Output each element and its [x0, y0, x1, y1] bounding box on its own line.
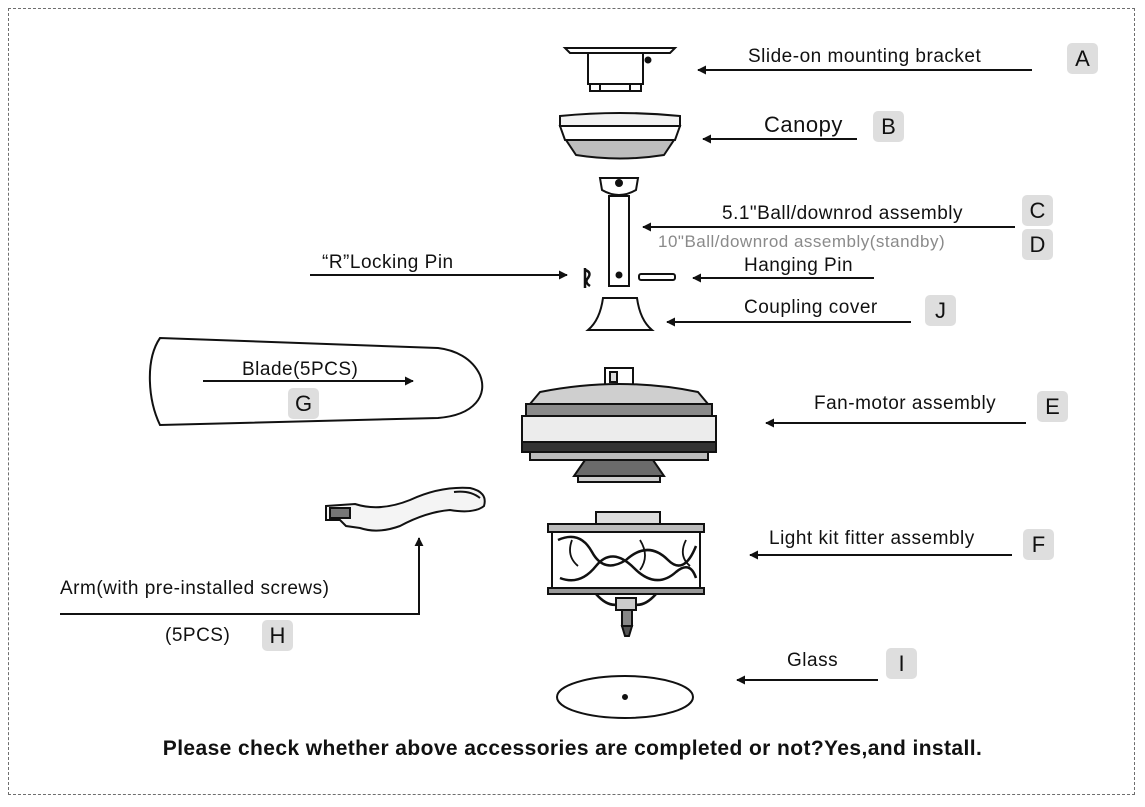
glass-drawing [556, 675, 694, 719]
dashed-border [8, 8, 1135, 795]
fan-motor-drawing [521, 367, 717, 483]
label-light-kit: Light kit fitter assembly [769, 528, 975, 549]
label-locking-pin: “R”Locking Pin [322, 252, 454, 273]
badge-g: G [288, 388, 319, 419]
arm-drawing [325, 486, 486, 532]
hanging-pin-drawing [638, 273, 676, 281]
label-arm-qty: (5PCS) [165, 625, 231, 646]
label-hanging-pin: Hanging Pin [744, 255, 854, 276]
canopy-drawing [558, 112, 682, 160]
downrod-drawing [598, 177, 640, 287]
badge-j: J [925, 295, 956, 326]
footer-instruction: Please check whether above accessories a… [162, 737, 983, 760]
mounting-bracket-drawing [562, 47, 678, 92]
locking-pin-drawing [583, 268, 591, 288]
label-downrod-10in: 10"Ball/downrod assembly(standby) [658, 232, 946, 251]
badge-c: C [1022, 195, 1053, 226]
badge-a: A [1067, 43, 1098, 74]
badge-e: E [1037, 391, 1068, 422]
badge-d: D [1022, 229, 1053, 260]
leader-arrows [60, 65, 1032, 685]
coupling-cover-drawing [585, 297, 655, 331]
arrow-h [60, 537, 424, 615]
label-glass: Glass [787, 650, 839, 671]
label-fan-motor: Fan-motor assembly [814, 393, 997, 414]
label-coupling-cover: Coupling cover [744, 297, 878, 318]
label-canopy: Canopy [764, 112, 843, 137]
badge-h: H [262, 620, 293, 651]
badge-f: F [1023, 529, 1054, 560]
label-blade: Blade(5PCS) [242, 359, 359, 380]
label-mounting-bracket: Slide-on mounting bracket [748, 46, 982, 67]
badge-i: I [886, 648, 917, 679]
label-downrod-5in: 5.1"Ball/downrod assembly [722, 203, 964, 224]
badge-b: B [873, 111, 904, 142]
light-kit-drawing [547, 511, 705, 637]
label-arm: Arm(with pre-installed screws) [60, 578, 330, 599]
